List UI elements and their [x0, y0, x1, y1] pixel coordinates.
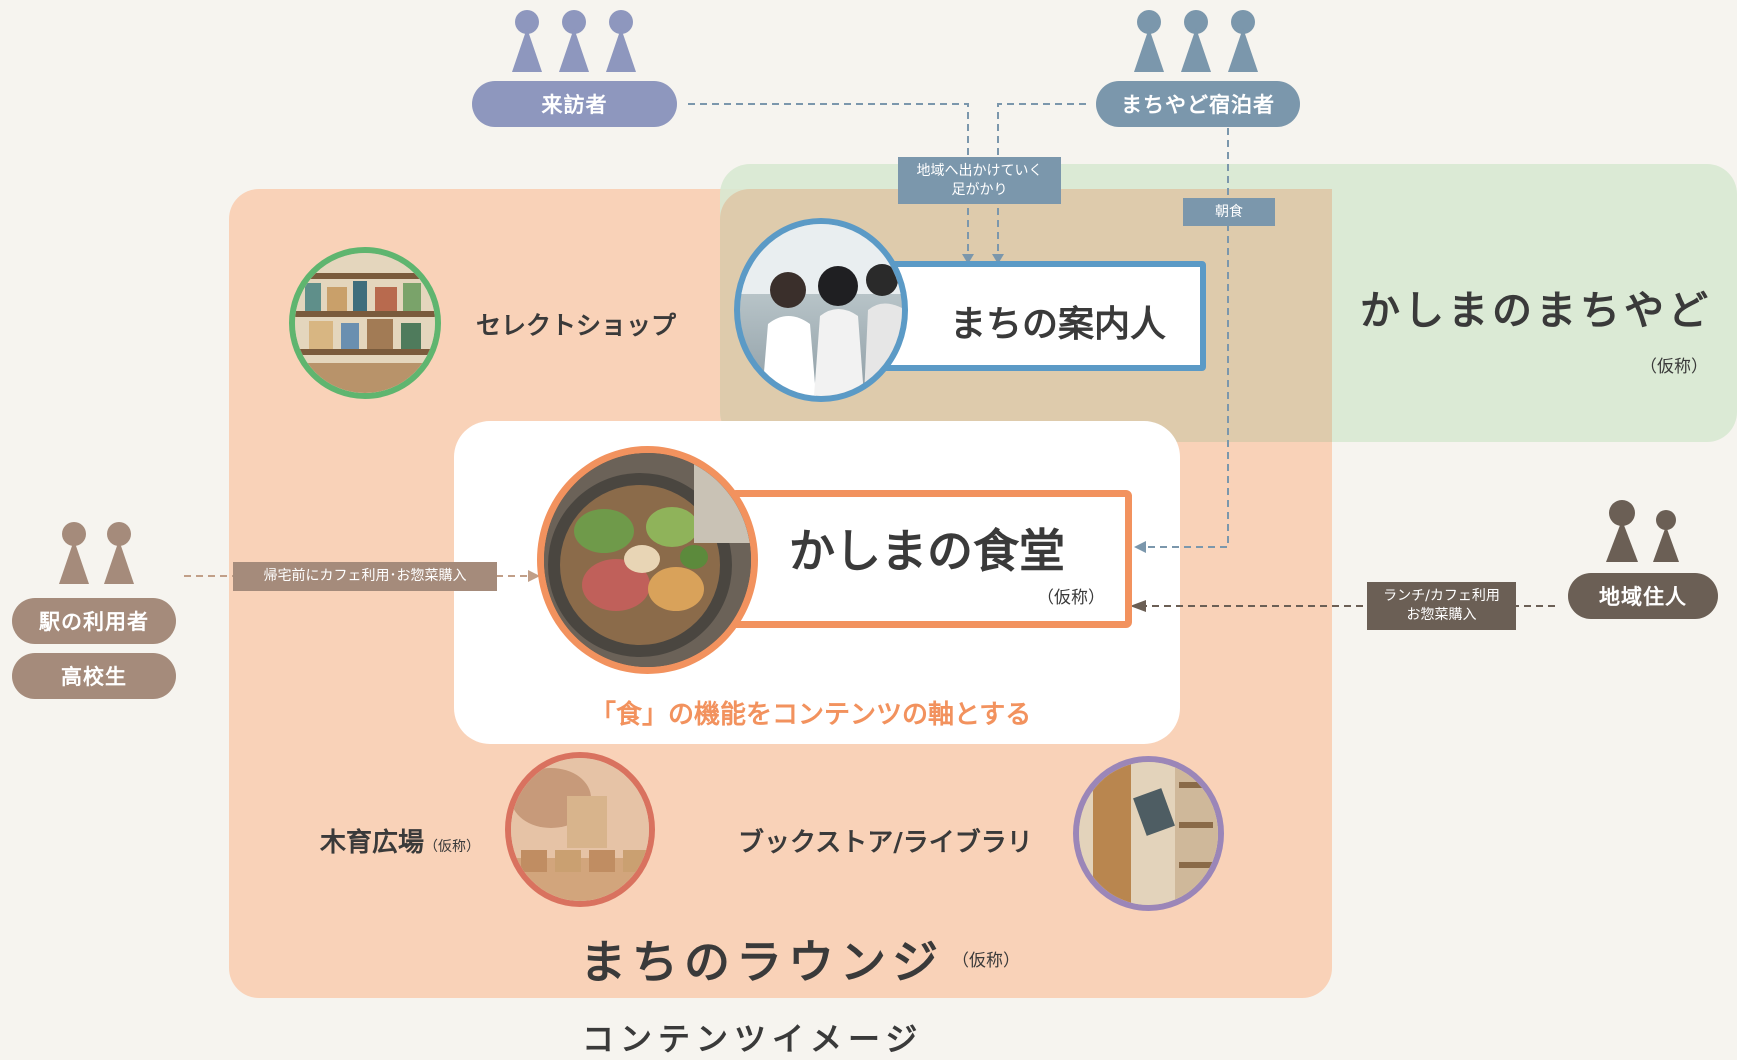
- arrow-head: [962, 254, 974, 264]
- station-user-badge: 駅の利用者: [12, 598, 176, 644]
- visitor-flow-line: [688, 103, 969, 262]
- shokudo-photo: [537, 446, 758, 674]
- guide-photo: [734, 218, 908, 402]
- guest-people-icon: [1134, 10, 1258, 72]
- shop-shelves-image: [295, 253, 435, 393]
- breakfast-tag: 朝食: [1183, 198, 1275, 226]
- wood-plaza-text: 木育広場: [320, 828, 425, 858]
- resident-badge: 地域住人: [1568, 573, 1718, 619]
- arrow-head: [1130, 600, 1146, 612]
- bookstore-label: ブックストア/ライブラリ: [738, 828, 1033, 858]
- guest-badge: まちやど宿泊者: [1096, 81, 1300, 127]
- food-axis-label: 「食」の機能をコンテンツの軸とする: [590, 700, 1032, 730]
- wood-blocks-image: [511, 758, 649, 901]
- student-badge: 高校生: [12, 653, 176, 699]
- wood-plaza-photo: [505, 752, 655, 907]
- wood-plaza-note: （仮称）: [424, 839, 481, 855]
- guest-flow-line: [997, 103, 1086, 262]
- select-shop-photo: [289, 247, 441, 399]
- shokudo-note: （仮称）: [1037, 588, 1105, 608]
- guide-people-image: [740, 224, 902, 396]
- bookstore-photo: [1073, 756, 1224, 911]
- arrow-head: [1134, 541, 1146, 553]
- wood-plaza-label: 木育広場（仮称）: [320, 822, 480, 859]
- resident-people-icon: [1606, 500, 1679, 562]
- resident-tag: ランチ/カフェ利用 お惣菜購入: [1367, 582, 1516, 630]
- shokudo-label: かしまの食堂: [789, 524, 1065, 578]
- shokudo-card: かしまの食堂 （仮称）: [730, 490, 1132, 628]
- select-shop-label: セレクトショップ: [476, 311, 677, 340]
- bookshelf-image: [1079, 762, 1218, 905]
- station-people-icon: [59, 522, 134, 584]
- arrow-head: [528, 570, 540, 582]
- food-bowl-image: [544, 453, 751, 667]
- lounge-note: （仮称）: [952, 951, 1020, 971]
- machiyado-title: かしまのまちやど: [1360, 288, 1712, 334]
- figure-caption: コンテンツイメージ: [582, 1020, 924, 1058]
- visitor-people-icon: [512, 10, 636, 72]
- guide-label: まちの案内人: [950, 304, 1167, 345]
- lounge-title: まちのラウンジ: [580, 935, 944, 989]
- commuter-tag: 帰宅前にカフェ利用･お惣菜購入: [233, 562, 497, 591]
- outing-tag: 地域へ出かけていく 足がかり: [898, 157, 1061, 204]
- arrow-head: [992, 254, 1004, 264]
- machiyado-note: （仮称）: [1640, 357, 1708, 377]
- guide-card: まちの案内人: [868, 261, 1206, 371]
- visitor-badge: 来訪者: [472, 81, 677, 127]
